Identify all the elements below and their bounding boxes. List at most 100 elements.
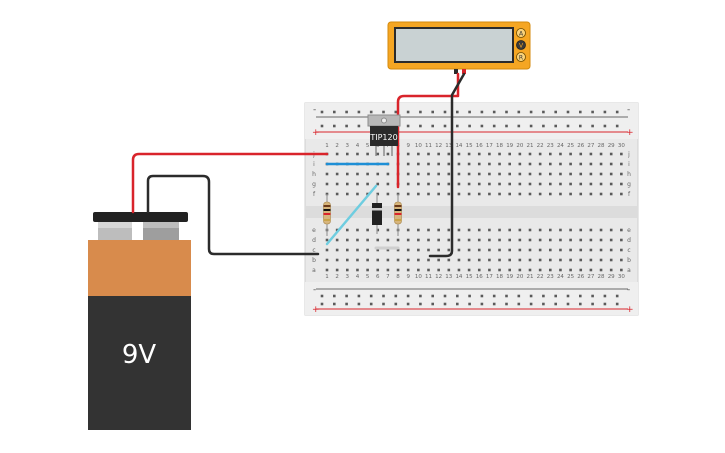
- rail-hole[interactable]: [480, 110, 484, 114]
- terminal-hole[interactable]: [406, 152, 410, 156]
- terminal-hole[interactable]: [620, 182, 623, 186]
- rail-hole[interactable]: [468, 124, 471, 128]
- multimeter-probe-com[interactable]: [454, 69, 458, 74]
- terminal-hole[interactable]: [447, 192, 451, 196]
- rail-hole[interactable]: [492, 302, 496, 306]
- terminal-hole[interactable]: [620, 248, 623, 252]
- terminal-hole[interactable]: [488, 152, 491, 156]
- rail-hole[interactable]: [431, 294, 434, 298]
- rail-hole[interactable]: [345, 124, 348, 128]
- terminal-hole[interactable]: [549, 258, 552, 262]
- terminal-hole[interactable]: [346, 268, 349, 272]
- terminal-hole[interactable]: [498, 268, 501, 272]
- terminal-hole[interactable]: [559, 152, 562, 156]
- terminal-hole[interactable]: [518, 162, 522, 166]
- terminal-hole[interactable]: [609, 182, 613, 186]
- terminal-hole[interactable]: [335, 172, 339, 176]
- terminal-hole[interactable]: [427, 162, 430, 166]
- terminal-hole[interactable]: [325, 172, 329, 176]
- terminal-hole[interactable]: [457, 258, 461, 262]
- terminal-hole[interactable]: [518, 182, 522, 186]
- terminal-hole[interactable]: [589, 268, 593, 272]
- terminal-hole[interactable]: [569, 172, 572, 176]
- terminal-hole[interactable]: [437, 248, 440, 252]
- rail-hole[interactable]: [579, 124, 582, 128]
- terminal-hole[interactable]: [488, 238, 491, 242]
- terminal-hole[interactable]: [335, 152, 339, 156]
- terminal-hole[interactable]: [498, 228, 501, 232]
- terminal-hole[interactable]: [457, 268, 461, 272]
- terminal-hole[interactable]: [620, 192, 623, 196]
- terminal-hole[interactable]: [609, 248, 613, 252]
- terminal-hole[interactable]: [559, 182, 562, 186]
- bottom-power-rail[interactable]: [305, 282, 638, 315]
- terminal-hole[interactable]: [366, 238, 369, 242]
- rail-hole[interactable]: [394, 294, 398, 298]
- terminal-hole[interactable]: [498, 182, 501, 186]
- terminal-hole[interactable]: [488, 182, 491, 186]
- terminal-hole[interactable]: [366, 152, 369, 156]
- terminal-hole[interactable]: [599, 172, 603, 176]
- terminal-hole[interactable]: [559, 238, 562, 242]
- terminal-hole[interactable]: [325, 268, 329, 272]
- terminal-hole[interactable]: [325, 182, 329, 186]
- terminal-hole[interactable]: [437, 192, 440, 196]
- rail-hole[interactable]: [456, 110, 459, 114]
- rail-hole[interactable]: [333, 302, 336, 306]
- terminal-hole[interactable]: [569, 248, 572, 252]
- terminal-hole[interactable]: [477, 162, 481, 166]
- terminal-hole[interactable]: [386, 182, 390, 186]
- rail-hole[interactable]: [492, 110, 496, 114]
- rail-hole[interactable]: [554, 124, 557, 128]
- top-power-rail[interactable]: [305, 103, 638, 139]
- rail-hole[interactable]: [505, 110, 508, 114]
- terminal-hole[interactable]: [518, 172, 522, 176]
- rail-hole[interactable]: [382, 110, 385, 114]
- terminal-hole[interactable]: [477, 258, 481, 262]
- terminal-hole[interactable]: [406, 192, 410, 196]
- rail-hole[interactable]: [431, 124, 434, 128]
- multimeter[interactable]: A V R: [387, 21, 531, 74]
- terminal-hole[interactable]: [579, 238, 583, 242]
- terminal-hole[interactable]: [427, 172, 430, 176]
- terminal-hole[interactable]: [356, 268, 359, 272]
- rail-hole[interactable]: [505, 302, 508, 306]
- terminal-hole[interactable]: [417, 172, 420, 176]
- terminal-hole[interactable]: [609, 268, 613, 272]
- terminal-hole[interactable]: [477, 238, 481, 242]
- rail-hole[interactable]: [554, 294, 557, 298]
- terminal-hole[interactable]: [467, 172, 471, 176]
- terminal-hole[interactable]: [447, 172, 451, 176]
- rail-hole[interactable]: [542, 110, 545, 114]
- terminal-hole[interactable]: [609, 238, 613, 242]
- terminal-hole[interactable]: [589, 172, 593, 176]
- terminal-hole[interactable]: [488, 228, 491, 232]
- rail-hole[interactable]: [615, 294, 619, 298]
- terminal-hole[interactable]: [467, 228, 471, 232]
- rail-hole[interactable]: [357, 124, 361, 128]
- terminal-hole[interactable]: [335, 258, 339, 262]
- rail-hole[interactable]: [505, 124, 508, 128]
- terminal-hole[interactable]: [457, 182, 461, 186]
- terminal-hole[interactable]: [386, 248, 390, 252]
- rail-hole[interactable]: [431, 302, 434, 306]
- terminal-hole[interactable]: [376, 182, 380, 186]
- terminal-hole[interactable]: [569, 182, 572, 186]
- terminal-hole[interactable]: [406, 228, 410, 232]
- terminal-hole[interactable]: [447, 182, 451, 186]
- terminal-hole[interactable]: [599, 182, 603, 186]
- terminal-hole[interactable]: [346, 182, 349, 186]
- terminal-hole[interactable]: [528, 162, 532, 166]
- terminal-hole[interactable]: [498, 258, 501, 262]
- terminal-hole[interactable]: [559, 192, 562, 196]
- terminal-hole[interactable]: [406, 248, 410, 252]
- terminal-hole[interactable]: [589, 258, 593, 262]
- rail-hole[interactable]: [357, 302, 361, 306]
- terminal-hole[interactable]: [508, 248, 511, 252]
- rail-hole[interactable]: [529, 110, 533, 114]
- terminal-hole[interactable]: [396, 248, 400, 252]
- rail-hole[interactable]: [603, 302, 607, 306]
- terminal-hole[interactable]: [559, 172, 562, 176]
- rail-hole[interactable]: [492, 294, 496, 298]
- wires[interactable]: [131, 72, 466, 258]
